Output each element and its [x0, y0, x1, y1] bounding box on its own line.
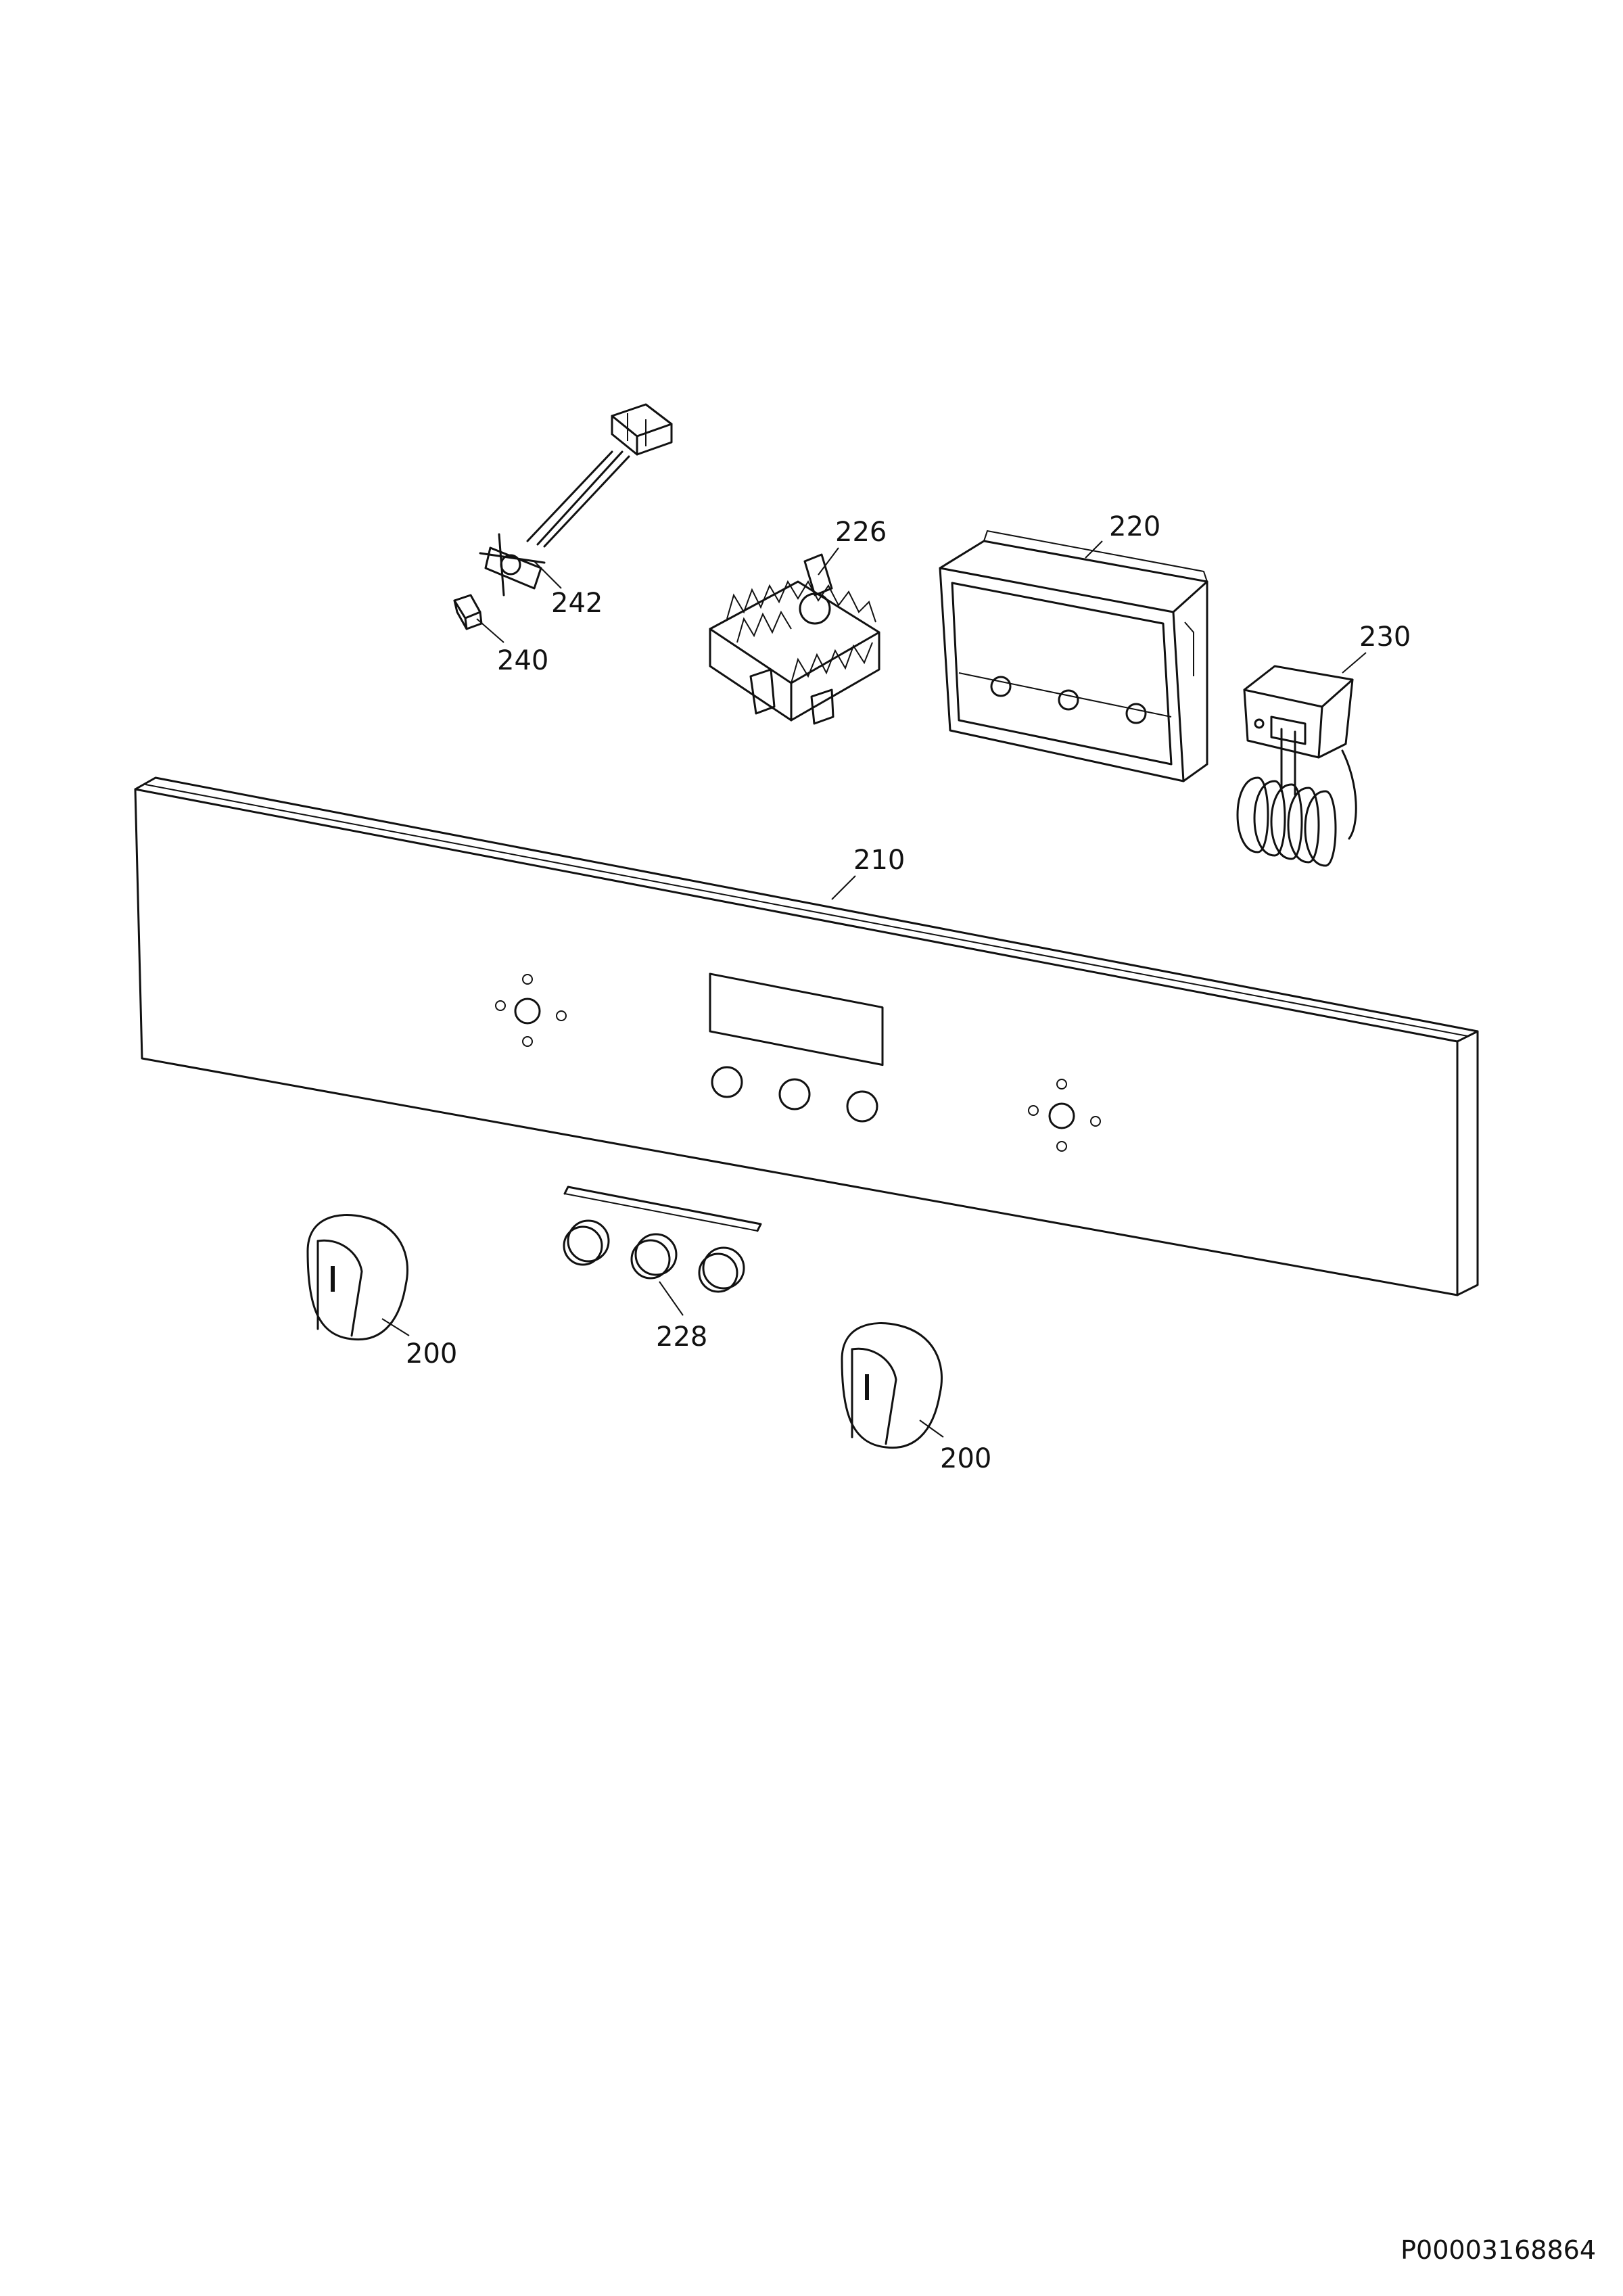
label-228: 228 — [656, 1321, 707, 1353]
label-242: 242 — [551, 588, 603, 619]
leader-lines — [381, 540, 1367, 1438]
part-200-knob-left — [306, 1214, 408, 1341]
part-226-function-switch — [709, 553, 880, 725]
label-210: 210 — [853, 845, 905, 876]
label-200-left: 200 — [406, 1338, 457, 1369]
part-210-control-panel — [134, 776, 1479, 1296]
part-242-wire-harness — [479, 403, 673, 596]
label-226: 226 — [835, 517, 887, 548]
part-220-display-housing — [939, 530, 1208, 782]
part-200-knob-right — [841, 1322, 943, 1449]
part-228-push-buttons — [563, 1186, 762, 1293]
label-230: 230 — [1359, 622, 1411, 653]
part-240-clip — [453, 594, 483, 630]
part-230-thermostat — [1236, 665, 1357, 867]
label-240: 240 — [497, 645, 548, 676]
label-220: 220 — [1109, 511, 1160, 542]
document-id: P00003168864 — [1401, 2235, 1596, 2265]
label-200-right: 200 — [940, 1443, 991, 1474]
